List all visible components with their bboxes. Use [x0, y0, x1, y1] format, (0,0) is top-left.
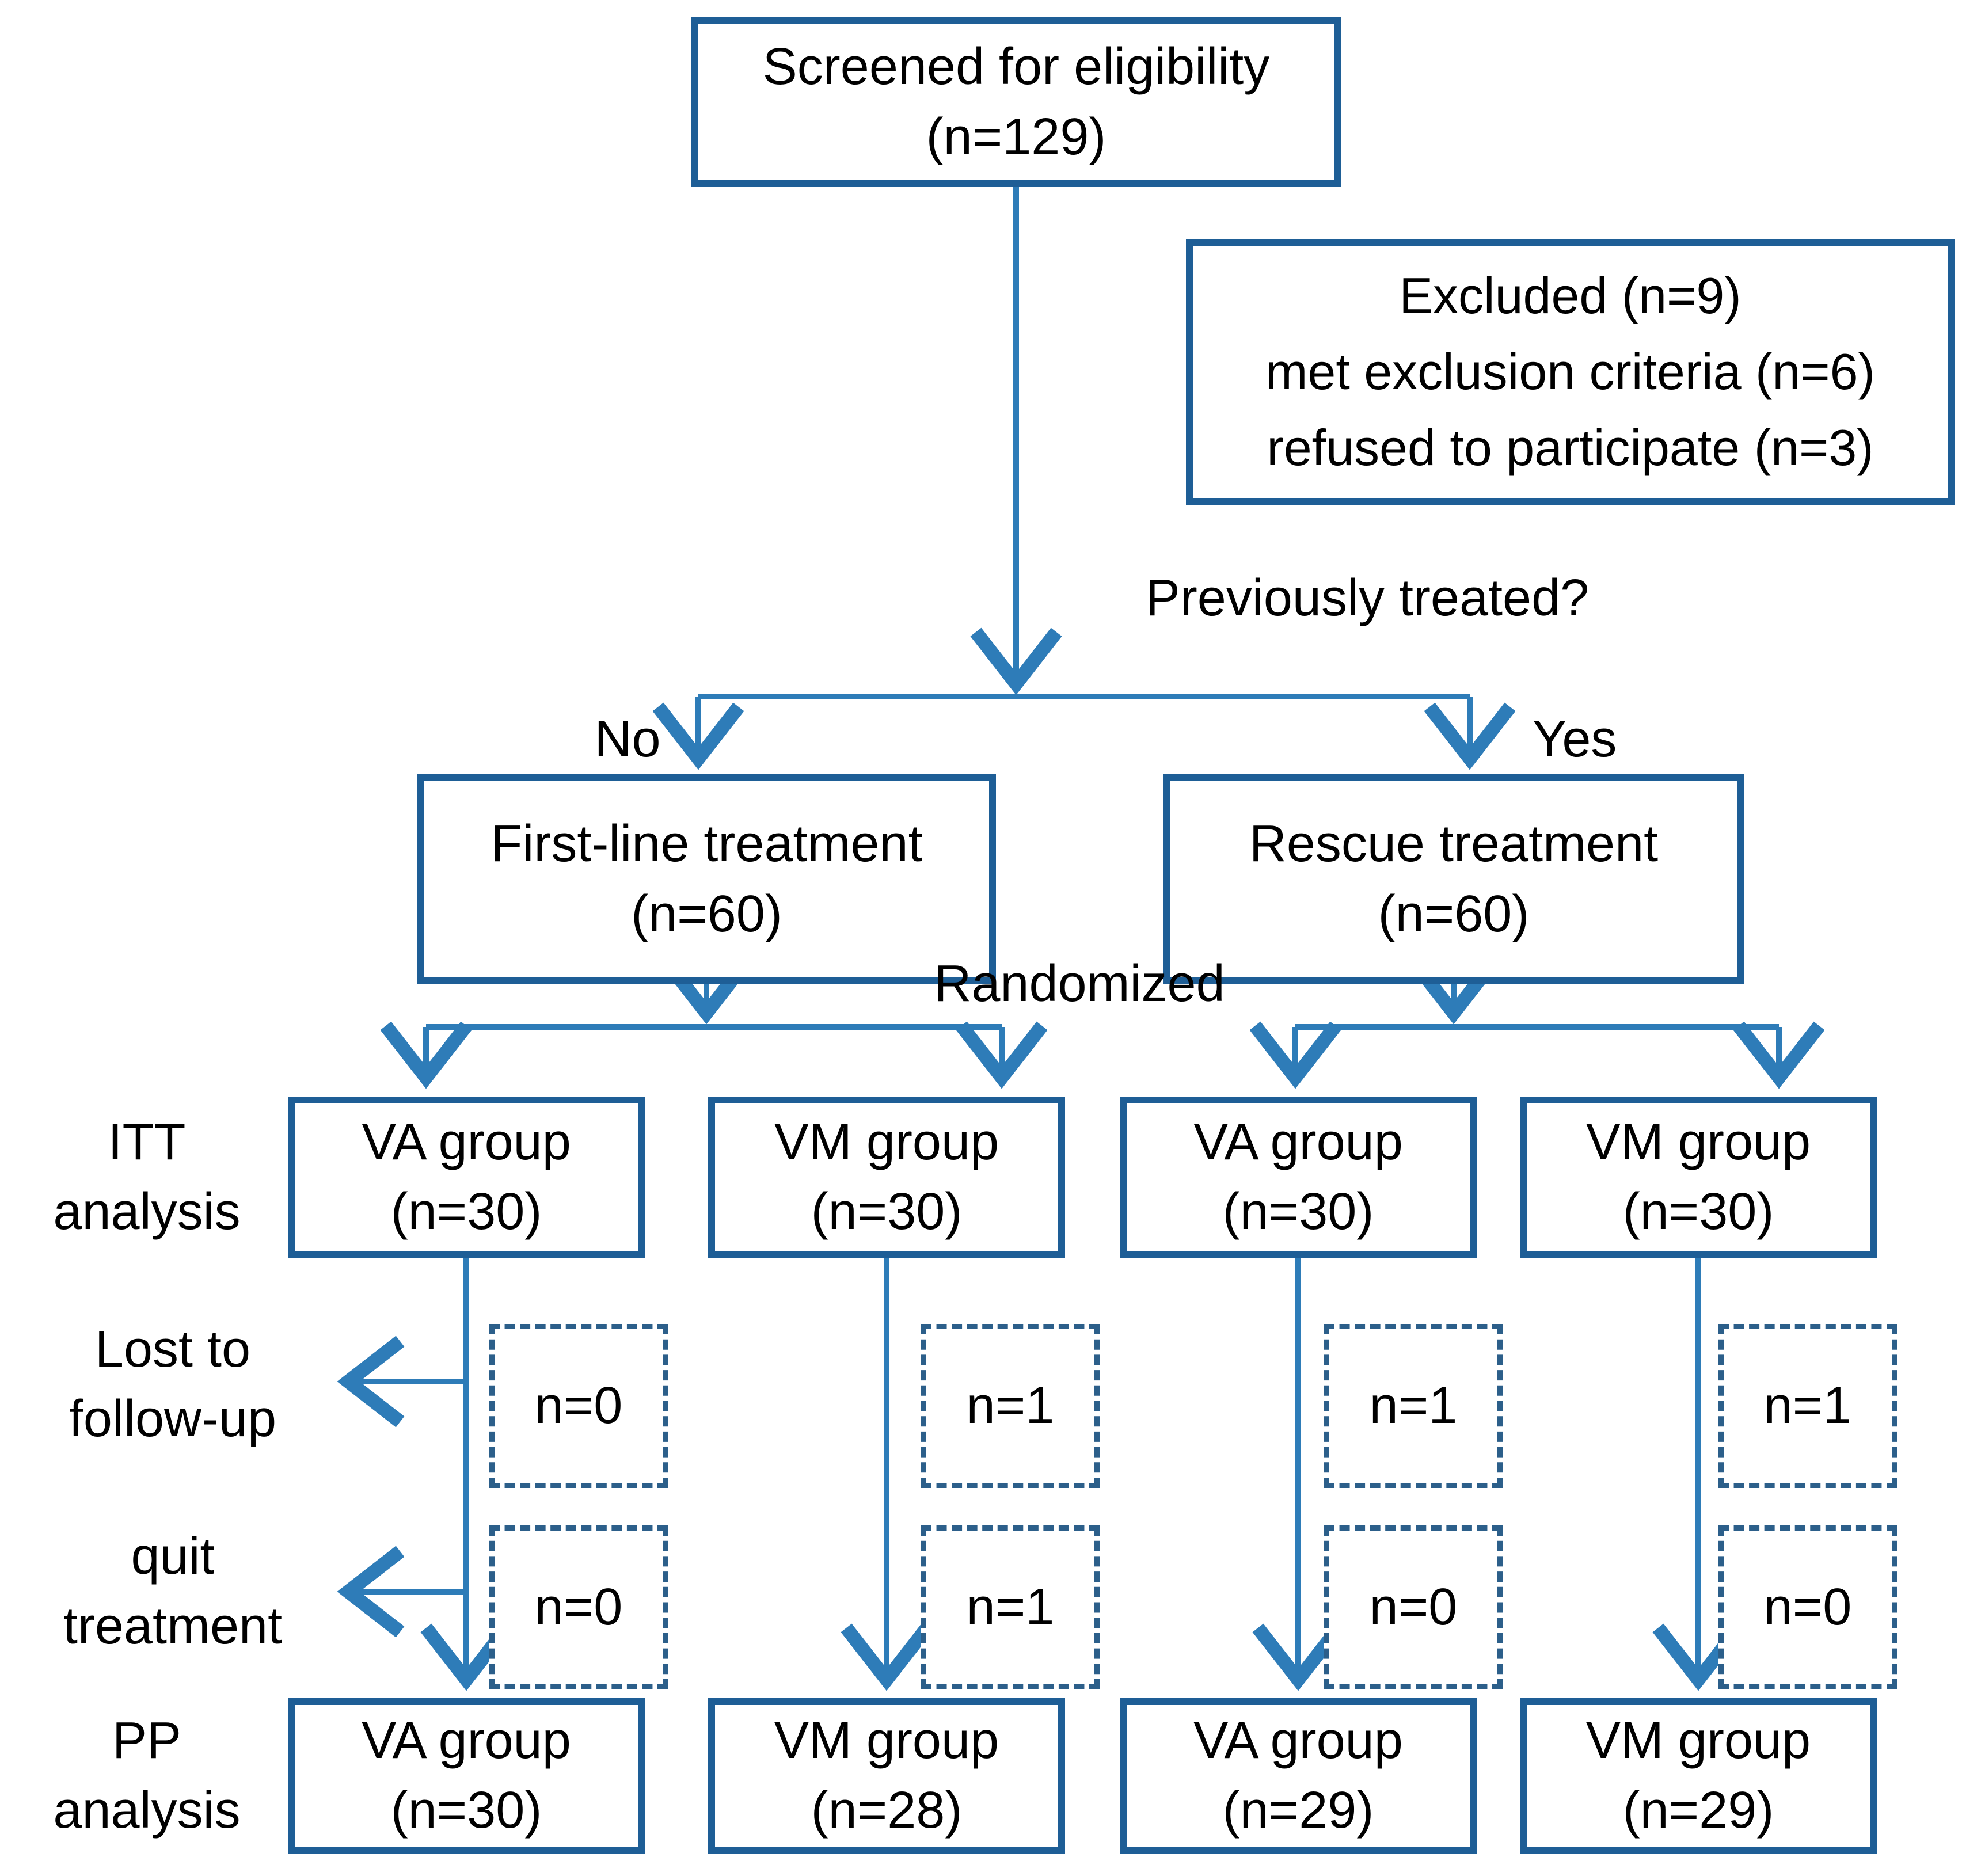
itt-group-name: VA group: [362, 1113, 571, 1171]
previously-treated-question: Previously treated?: [1094, 561, 1641, 636]
lost-label-line1: Lost to: [94, 1320, 251, 1378]
pp-analysis-label: PP analysis: [17, 1698, 276, 1854]
pp-va-rescue-box: VA group (n=29): [1120, 1698, 1477, 1854]
quit-count-value: n=0: [1763, 1578, 1852, 1636]
lost-count-value: n=0: [534, 1376, 623, 1434]
lost-count-col4: n=1: [1718, 1324, 1897, 1488]
quit-count-value: n=0: [1369, 1578, 1458, 1636]
pp-label-line1: PP: [112, 1711, 182, 1770]
first-line-title: First-line treatment: [490, 815, 923, 873]
itt-analysis-label: ITT analysis: [17, 1097, 276, 1258]
no-label: No: [576, 708, 679, 771]
itt-va-firstline-box: VA group (n=30): [288, 1097, 645, 1258]
excluded-box: Excluded (n=9) met exclusion criteria (n…: [1186, 239, 1955, 505]
quit-count-col1: n=0: [489, 1525, 668, 1689]
itt-group-count: (n=30): [811, 1183, 963, 1240]
randomized-text: Randomized: [934, 955, 1225, 1013]
quit-label-line1: quit: [131, 1527, 215, 1585]
excluded-reason-refused: refused to participate (n=3): [1267, 419, 1874, 476]
itt-group-count: (n=30): [1222, 1183, 1374, 1240]
itt-va-rescue-box: VA group (n=30): [1120, 1097, 1477, 1258]
lost-count-value: n=1: [1763, 1376, 1852, 1434]
itt-label-line2: analysis: [53, 1183, 241, 1240]
pp-group-name: VM group: [1585, 1711, 1811, 1770]
itt-group-name: VM group: [1585, 1113, 1811, 1171]
lost-count-col1: n=0: [489, 1324, 668, 1488]
excluded-box-title: Excluded (n=9): [1399, 267, 1742, 324]
rescue-title: Rescue treatment: [1249, 815, 1659, 873]
first-line-treatment-box: First-line treatment (n=60): [417, 774, 996, 984]
lost-count-value: n=1: [966, 1376, 1055, 1434]
itt-group-count: (n=30): [1622, 1183, 1774, 1240]
pp-vm-firstline-box: VM group (n=28): [708, 1698, 1065, 1854]
rescue-treatment-box: Rescue treatment (n=60): [1163, 774, 1744, 984]
pp-group-count: (n=29): [1622, 1782, 1774, 1839]
pp-group-name: VA group: [362, 1711, 571, 1770]
rescue-count: (n=60): [1378, 885, 1530, 943]
itt-group-name: VA group: [1193, 1113, 1403, 1171]
itt-group-name: VM group: [774, 1113, 999, 1171]
screened-box: Screened for eligibility (n=129): [691, 17, 1341, 187]
pp-group-count: (n=30): [390, 1782, 542, 1839]
quit-treatment-label: quit treatment: [17, 1520, 328, 1664]
quit-label-line2: treatment: [63, 1597, 283, 1655]
itt-vm-rescue-box: VM group (n=30): [1520, 1097, 1877, 1258]
excluded-reason-criteria: met exclusion criteria (n=6): [1265, 343, 1875, 400]
yes-label: Yes: [1523, 708, 1626, 771]
lost-count-col2: n=1: [921, 1324, 1100, 1488]
lost-count-col3: n=1: [1324, 1324, 1503, 1488]
lost-to-follow-up-label: Lost to follow-up: [17, 1312, 328, 1456]
pp-va-firstline-box: VA group (n=30): [288, 1698, 645, 1854]
lost-label-line2: follow-up: [69, 1390, 277, 1448]
quit-count-value: n=0: [534, 1578, 623, 1636]
pp-group-count: (n=28): [811, 1782, 963, 1839]
screened-box-title: Screened for eligibility: [762, 38, 1270, 96]
quit-count-col4: n=0: [1718, 1525, 1897, 1689]
pp-group-count: (n=29): [1222, 1782, 1374, 1839]
pp-vm-rescue-box: VM group (n=29): [1520, 1698, 1877, 1854]
quit-count-col2: n=1: [921, 1525, 1100, 1689]
quit-count-col3: n=0: [1324, 1525, 1503, 1689]
screened-box-count: (n=129): [926, 108, 1107, 166]
randomized-label: Randomized: [904, 950, 1255, 1019]
itt-vm-firstline-box: VM group (n=30): [708, 1097, 1065, 1258]
pp-group-name: VA group: [1193, 1711, 1403, 1770]
pp-label-line2: analysis: [53, 1782, 241, 1839]
lost-count-value: n=1: [1369, 1376, 1458, 1434]
itt-label-line1: ITT: [108, 1113, 186, 1171]
itt-group-count: (n=30): [390, 1183, 542, 1240]
first-line-count: (n=60): [631, 885, 782, 943]
previously-treated-text: Previously treated?: [1145, 569, 1590, 627]
yes-text: Yes: [1532, 710, 1617, 768]
pp-group-name: VM group: [774, 1711, 999, 1770]
no-text: No: [594, 710, 661, 768]
quit-count-value: n=1: [966, 1578, 1055, 1636]
